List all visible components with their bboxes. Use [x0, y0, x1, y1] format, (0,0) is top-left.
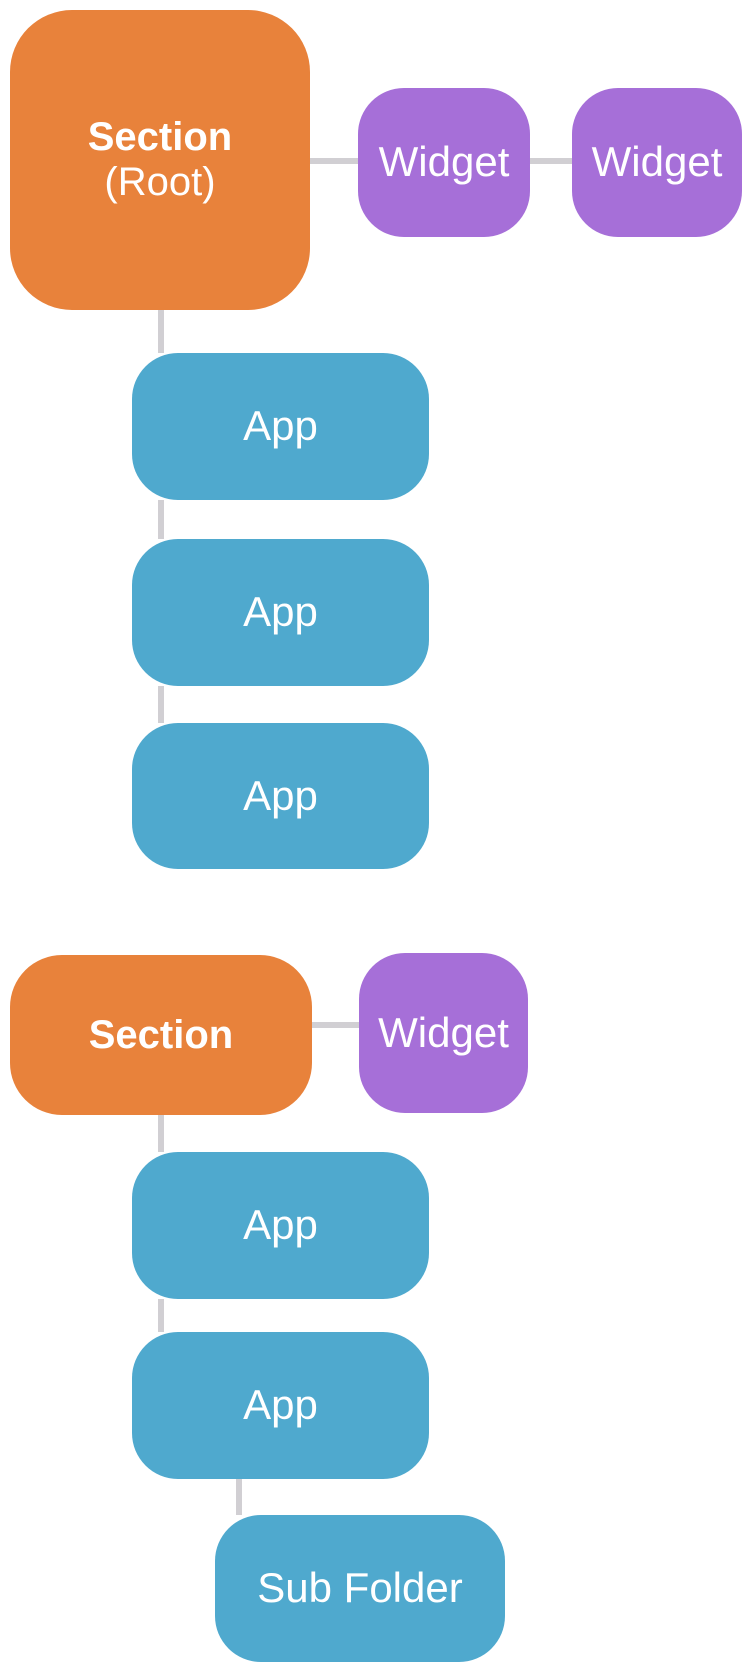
connector-section-root-to-app-1 — [158, 310, 164, 353]
connector-app-5-to-sub-folder — [236, 1479, 242, 1515]
widget-1-label: Widget — [378, 138, 510, 186]
connector-app-2-to-app-3 — [158, 686, 164, 723]
app-4-label: App — [243, 1201, 318, 1249]
node-section-2: Section — [10, 955, 312, 1115]
connector-section-root-to-widget-1 — [310, 158, 358, 164]
connector-section-2-to-widget-3 — [312, 1022, 359, 1028]
app-2-label: App — [243, 588, 318, 636]
connector-app-4-to-app-5 — [158, 1299, 164, 1332]
node-app-1: App — [132, 353, 429, 500]
node-section-root: Section (Root) — [10, 10, 310, 310]
section-2-label: Section — [88, 1013, 234, 1057]
node-app-3: App — [132, 723, 429, 869]
node-sub-folder: Sub Folder — [215, 1515, 505, 1662]
node-app-4: App — [132, 1152, 429, 1299]
node-widget-1: Widget — [358, 88, 530, 237]
app-5-label: App — [243, 1381, 318, 1429]
connector-app-1-to-app-2 — [158, 500, 164, 539]
section-root-sublabel: (Root) — [104, 160, 216, 204]
connector-widget-1-to-widget-2 — [530, 158, 572, 164]
app-1-label: App — [243, 402, 318, 450]
node-app-2: App — [132, 539, 429, 686]
widget-3-label: Widget — [378, 1008, 509, 1056]
sub-folder-label: Sub Folder — [257, 1564, 463, 1612]
node-widget-2: Widget — [572, 88, 742, 237]
section-root-label: Section — [87, 115, 233, 159]
app-3-label: App — [243, 771, 318, 819]
widget-2-label: Widget — [591, 138, 723, 186]
node-app-5: App — [132, 1332, 429, 1479]
connector-section-2-to-app-4 — [158, 1115, 164, 1152]
node-widget-3: Widget — [359, 953, 528, 1113]
